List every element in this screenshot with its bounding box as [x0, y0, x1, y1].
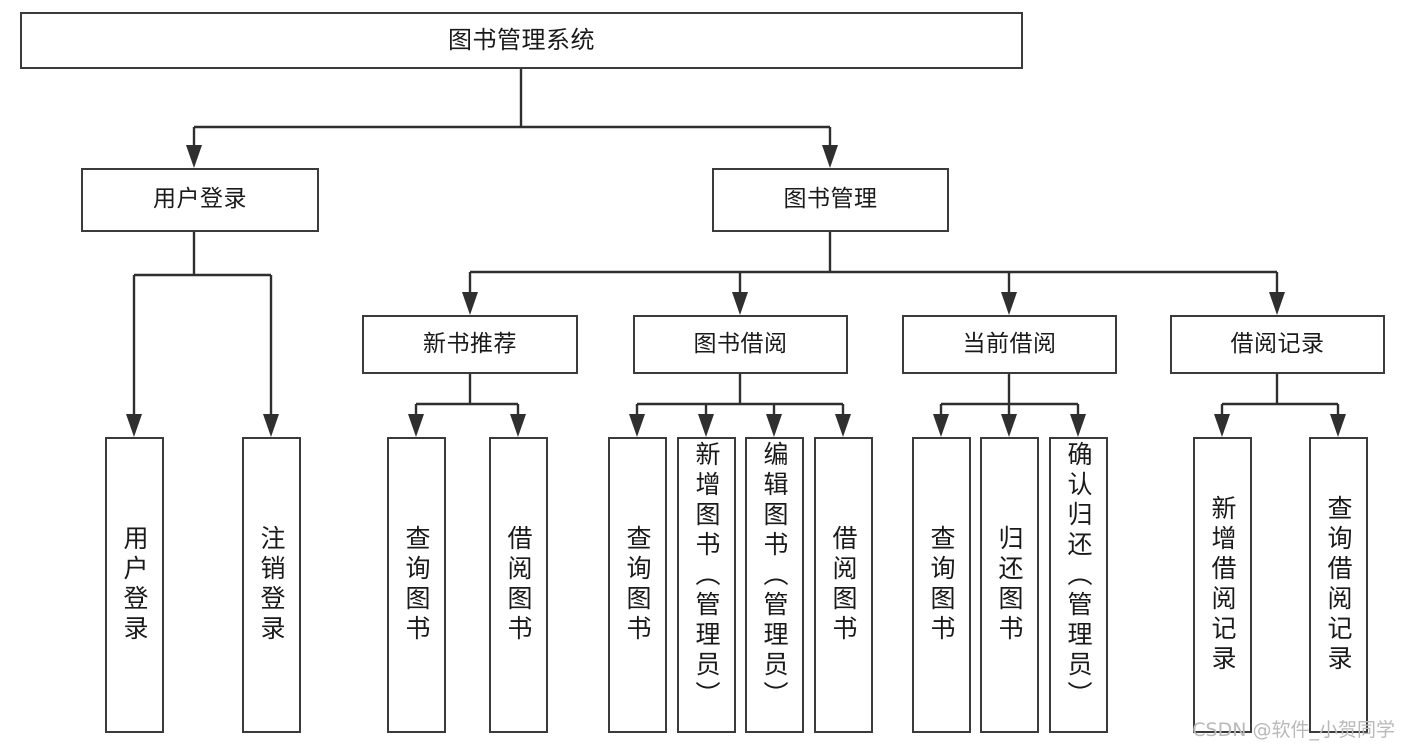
node-label: 新增借阅记录 — [1208, 495, 1237, 675]
leaf-add-book-admin[interactable]: 新增图书（管理员） — [677, 437, 736, 733]
watermark: CSDN @软件_小贺同学 — [1192, 719, 1395, 741]
node-label: 注销登录 — [257, 525, 286, 645]
leaf-confirm-return-admin[interactable]: 确认归还（管理员） — [1049, 437, 1108, 733]
node-label: 借阅图书 — [829, 525, 858, 645]
node-label: 编辑图书（管理员） — [760, 441, 789, 711]
leaf-logout[interactable]: 注销登录 — [242, 437, 301, 733]
leaf-return-books[interactable]: 归还图书 — [980, 437, 1039, 733]
node-label: 确认归还（管理员） — [1064, 441, 1093, 711]
node-user-login[interactable]: 用户登录 — [81, 168, 319, 232]
leaf-query-books-current[interactable]: 查询图书 — [912, 437, 971, 733]
leaf-query-borrow-record[interactable]: 查询借阅记录 — [1309, 437, 1368, 733]
leaf-query-books-recommend[interactable]: 查询图书 — [387, 437, 446, 733]
node-root-book-management-system[interactable]: 图书管理系统 — [20, 12, 1023, 69]
leaf-query-books-borrow[interactable]: 查询图书 — [608, 437, 667, 733]
node-label: 新增图书（管理员） — [692, 441, 721, 711]
leaf-edit-book-admin[interactable]: 编辑图书（管理员） — [745, 437, 804, 733]
node-label: 借阅记录 — [1230, 330, 1325, 357]
node-label: 当前借阅 — [962, 330, 1057, 357]
node-label: 用户登录 — [120, 525, 149, 645]
node-label: 查询图书 — [623, 525, 652, 645]
node-book-management[interactable]: 图书管理 — [712, 168, 949, 232]
node-label: 查询图书 — [402, 525, 431, 645]
node-book-borrowing[interactable]: 图书借阅 — [633, 315, 848, 374]
node-label: 查询图书 — [927, 525, 956, 645]
node-label: 用户登录 — [153, 186, 247, 213]
node-label: 查询借阅记录 — [1324, 495, 1353, 675]
leaf-borrow-books[interactable]: 借阅图书 — [814, 437, 873, 733]
node-label: 图书借阅 — [693, 330, 788, 357]
node-label: 归还图书 — [995, 525, 1024, 645]
node-label: 借阅图书 — [504, 525, 533, 645]
leaf-borrow-books-recommend[interactable]: 借阅图书 — [489, 437, 548, 733]
leaf-add-borrow-record[interactable]: 新增借阅记录 — [1193, 437, 1252, 733]
node-label: 新书推荐 — [423, 330, 517, 357]
node-label: 图书管理系统 — [448, 26, 595, 55]
node-label: 图书管理 — [783, 186, 878, 213]
node-new-book-recommendation[interactable]: 新书推荐 — [362, 315, 578, 374]
node-borrowing-record[interactable]: 借阅记录 — [1170, 315, 1385, 374]
leaf-user-login[interactable]: 用户登录 — [105, 437, 164, 733]
node-current-borrowing[interactable]: 当前借阅 — [902, 315, 1117, 374]
